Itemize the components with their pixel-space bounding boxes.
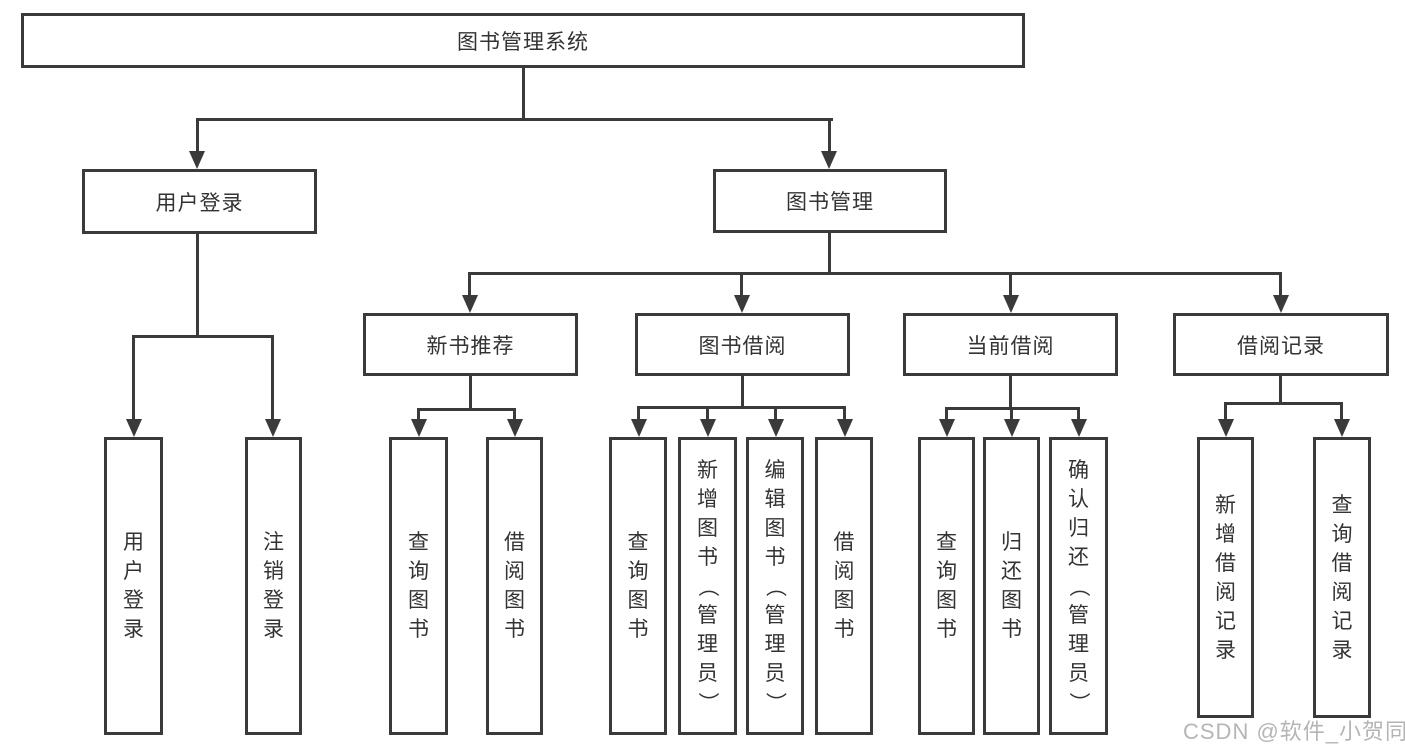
leaf-query-book-recommend: 查询图书 [389, 437, 448, 735]
node-label: 查询图书 [408, 531, 429, 641]
node-label: 新增借阅记录 [1215, 493, 1236, 662]
edge-arrow-icon [768, 419, 784, 437]
leaf-borrow-book: 借阅图书 [815, 437, 873, 735]
edge-arrow-icon [189, 151, 205, 169]
edge-line [132, 335, 135, 421]
node-book-management: 图书管理 [713, 169, 947, 233]
edge-arrow-icon [462, 295, 478, 313]
edge-line [740, 272, 743, 297]
edge-line [828, 233, 831, 272]
edge-line [417, 408, 420, 421]
edge-line [1010, 407, 1013, 421]
node-label: 确认归还（管理员） [1067, 458, 1090, 713]
leaf-add-borrow-record: 新增借阅记录 [1197, 437, 1254, 718]
edge-arrow-icon [265, 419, 281, 437]
csdn-watermark: CSDN @软件_小贺同学 [1183, 719, 1405, 744]
leaf-query-book: 查询图书 [609, 437, 667, 735]
edge-line [417, 408, 516, 411]
node-label: 借阅图书 [833, 531, 855, 641]
edge-line [1077, 407, 1080, 421]
node-label: 新增图书（管理员） [696, 458, 719, 713]
node-new-book-recommend: 新书推荐 [363, 313, 578, 376]
edge-line [637, 406, 846, 409]
node-label: 借阅图书 [504, 531, 525, 641]
node-label: 新书推荐 [426, 334, 515, 358]
node-label: 图书管理系统 [457, 30, 589, 54]
leaf-confirm-return-admin: 确认归还（管理员） [1049, 437, 1108, 735]
edge-arrow-icon [939, 419, 955, 437]
edge-line [828, 118, 831, 153]
leaf-edit-book-admin: 编辑图书（管理员） [746, 437, 804, 735]
edge-arrow-icon [700, 419, 716, 437]
leaf-borrow-book-recommend: 借阅图书 [486, 437, 543, 735]
node-label: 查询图书 [627, 531, 649, 641]
node-label: 图书管理 [786, 191, 874, 214]
edge-line [706, 406, 709, 421]
node-label: 注销登录 [263, 531, 284, 641]
node-borrowing-records: 借阅记录 [1173, 313, 1389, 376]
node-label: 用户登录 [123, 531, 144, 641]
edge-line [468, 272, 1282, 275]
edge-arrow-icon [1003, 295, 1019, 313]
edge-arrow-icon [1004, 419, 1020, 437]
node-label: 借阅记录 [1237, 334, 1325, 358]
edge-line [637, 406, 640, 421]
edge-arrow-icon [1071, 419, 1087, 437]
edge-line [271, 335, 274, 421]
leaf-user-login: 用户登录 [104, 437, 163, 735]
edge-line [513, 408, 516, 421]
node-library-system: 图书管理系统 [21, 13, 1025, 68]
edge-arrow-icon [734, 295, 750, 313]
edge-line [843, 406, 846, 421]
edge-line [468, 272, 471, 297]
edge-line [196, 234, 199, 335]
edge-arrow-icon [631, 419, 647, 437]
leaf-logout: 注销登录 [245, 437, 302, 735]
leaf-return-book: 归还图书 [983, 437, 1040, 735]
edge-line [1224, 402, 1227, 421]
edge-line [132, 335, 274, 338]
node-label: 查询借阅记录 [1331, 493, 1353, 662]
edge-line [1009, 376, 1012, 407]
edge-arrow-icon [1334, 419, 1350, 437]
leaf-add-book-admin: 新增图书（管理员） [678, 437, 737, 735]
edge-line [1224, 402, 1343, 405]
edge-line [774, 406, 777, 421]
edge-line [1340, 402, 1343, 421]
node-label: 图书借阅 [698, 334, 787, 358]
leaf-query-borrow-record: 查询借阅记录 [1313, 437, 1371, 718]
node-label: 归还图书 [1001, 531, 1022, 641]
edge-line [1279, 376, 1282, 402]
leaf-query-book-current: 查询图书 [918, 437, 975, 735]
edge-line [741, 376, 744, 406]
node-current-borrowing: 当前借阅 [903, 313, 1118, 376]
edge-line [945, 407, 948, 421]
edge-arrow-icon [837, 419, 853, 437]
edge-arrow-icon [411, 419, 427, 437]
node-book-borrowing: 图书借阅 [635, 313, 850, 376]
node-label: 当前借阅 [966, 334, 1055, 358]
edge-arrow-icon [1273, 295, 1289, 313]
node-label: 用户登录 [155, 191, 244, 215]
edge-line [1009, 272, 1012, 297]
edge-arrow-icon [507, 419, 523, 437]
edge-line [196, 118, 833, 121]
node-label: 编辑图书（管理员） [763, 458, 787, 713]
edge-arrow-icon [126, 419, 142, 437]
edge-arrow-icon [1218, 419, 1234, 437]
edge-arrow-icon [821, 151, 837, 169]
edge-line [196, 118, 199, 153]
edge-line [522, 68, 525, 118]
edge-line [469, 376, 472, 408]
node-user-login: 用户登录 [82, 169, 317, 234]
node-label: 查询图书 [936, 531, 957, 641]
edge-line [1279, 272, 1282, 297]
